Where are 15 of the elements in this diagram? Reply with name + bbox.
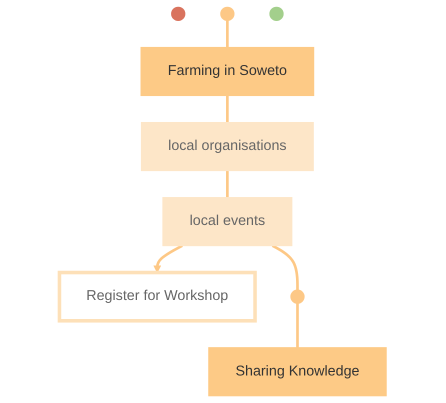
node-circle	[171, 6, 186, 21]
connector	[226, 170, 229, 198]
node-box: Register for Workshop	[58, 270, 257, 323]
connector	[226, 96, 229, 122]
node-box: Farming in Soweto	[140, 46, 314, 96]
node-box: local events	[162, 197, 292, 246]
node-box: Sharing Knowledge	[208, 347, 387, 396]
arrow	[153, 244, 184, 273]
node-circle	[290, 290, 305, 304]
node-box: local organisations	[141, 122, 314, 172]
node-circle	[220, 6, 235, 21]
connector	[272, 244, 299, 290]
node-circle	[269, 6, 284, 21]
connector	[226, 20, 229, 48]
connector	[296, 303, 299, 348]
